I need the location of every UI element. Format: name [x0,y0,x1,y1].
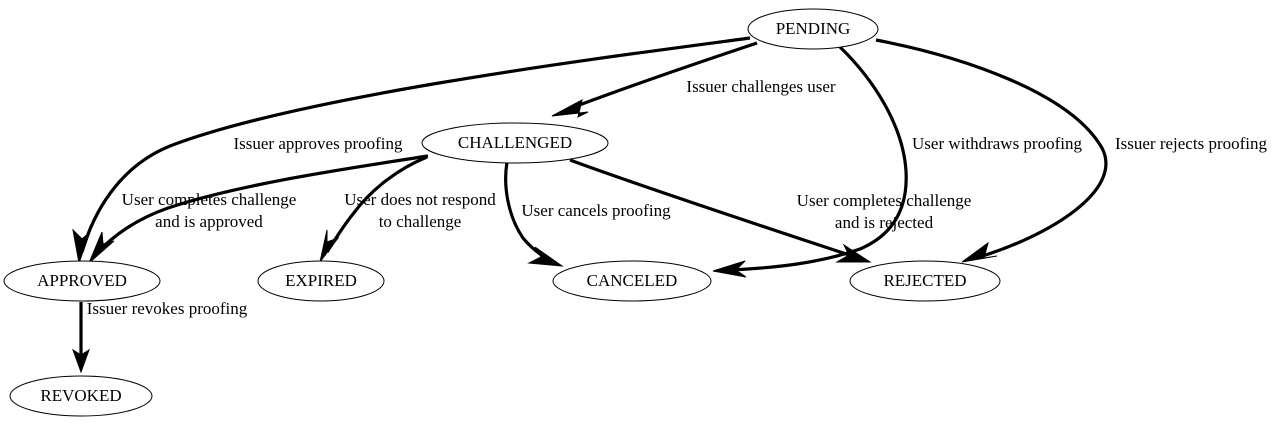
node-approved-ellipse [3,260,161,302]
edge-pending-rejected[interactable]: Issuer rejects proofing [875,38,1268,263]
node-pending[interactable]: PENDING [747,8,879,50]
edge-challenged-expired-arrowhead [319,229,340,263]
edge-challenged-expired-label-line2: to challenge [379,212,462,231]
node-rejected-label: REJECTED [883,271,966,290]
edge-challenged-approved-arrowhead [88,231,115,264]
edge-challenged-rejected-label-line2: and is rejected [835,213,934,232]
node-canceled-label: CANCELED [587,271,678,290]
edge-pending-approved-label: Issuer approves proofing [233,134,403,153]
node-revoked-ellipse [9,375,153,417]
edge-pending-rejected-path [875,38,1108,260]
node-revoked[interactable]: REVOKED [9,375,153,417]
edge-challenged-expired-label-line1: User does not respond [344,190,496,209]
node-pending-ellipse [747,8,879,50]
edge-challenged-approved-path [94,154,429,256]
edge-pending-challenged[interactable]: Issuer challenges user [551,41,836,118]
node-approved[interactable]: APPROVED [3,260,161,302]
node-challenged-label: CHALLENGED [458,133,572,152]
node-canceled-ellipse [552,260,712,302]
edge-pending-rejected-arrowhead [961,241,998,263]
edge-challenged-rejected-path [569,158,856,259]
edge-approved-revoked-label: Issuer revokes proofing [87,299,248,318]
edge-pending-challenged-path [573,41,758,109]
edge-challenged-canceled[interactable]: User cancels proofing [504,161,671,267]
edge-challenged-rejected-label-line1: User completes challenge [797,191,972,210]
node-rejected-ellipse [849,260,1001,302]
edge-challenged-expired[interactable]: User does not respond to challenge [319,155,496,263]
edge-pending-canceled-arrowhead [712,260,747,278]
edge-challenged-rejected[interactable]: User completes challenge and is rejected [569,158,972,263]
edge-challenged-rejected-arrowhead [835,243,872,263]
edge-pending-canceled[interactable]: User withdraws proofing [712,45,1082,278]
edge-pending-challenged-label: Issuer challenges user [686,77,836,96]
edge-pending-challenged-arrowhead [551,99,589,118]
edge-challenged-approved-label-line1: User completes challenge [122,190,297,209]
node-rejected[interactable]: REJECTED [849,260,1001,302]
edge-pending-approved[interactable]: Issuer approves proofing [72,36,751,265]
edge-approved-revoked[interactable]: Issuer revokes proofing [72,299,248,374]
node-approved-label: APPROVED [37,271,127,290]
edge-challenged-approved-label-line2: and is approved [155,212,263,231]
edge-pending-rejected-label: Issuer rejects proofing [1115,134,1268,153]
node-challenged-ellipse [421,122,609,164]
edge-pending-canceled-label: User withdraws proofing [912,134,1082,153]
edge-pending-approved-arrowhead [72,228,92,265]
node-expired-ellipse [257,260,385,302]
node-canceled[interactable]: CANCELED [552,260,712,302]
edge-challenged-approved[interactable]: User completes challenge and is approved [88,154,429,264]
node-pending-label: PENDING [776,19,851,38]
node-expired[interactable]: EXPIRED [257,260,385,302]
edge-pending-canceled-path [727,45,908,272]
edge-approved-revoked-arrowhead [72,348,90,374]
node-revoked-label: REVOKED [40,386,121,405]
node-expired-label: EXPIRED [285,271,357,290]
edge-challenged-canceled-label: User cancels proofing [521,201,671,220]
node-challenged[interactable]: CHALLENGED [421,122,609,164]
edge-pending-approved-path [80,36,751,253]
edge-challenged-canceled-arrowhead [527,246,564,267]
